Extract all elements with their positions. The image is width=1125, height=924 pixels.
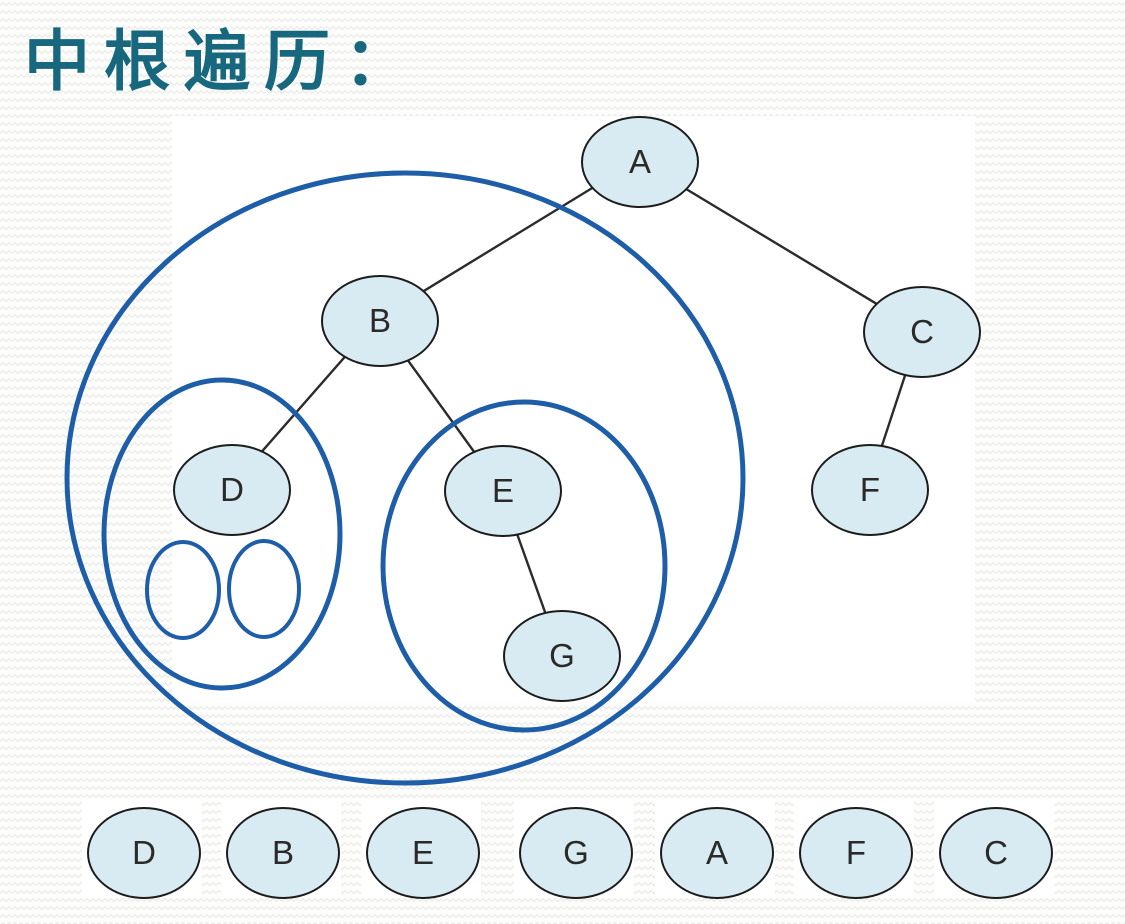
sequence-node-5: A (660, 807, 774, 899)
tree-node-A: A (581, 116, 699, 208)
page-title: 中根遍历： (24, 23, 424, 100)
sequence-node-7: C (939, 807, 1053, 899)
sequence-node-6: F (799, 807, 913, 899)
sequence-node-4: G (519, 807, 633, 899)
group-ellipse-d-subtree (101, 377, 343, 691)
tree-node-B: B (321, 275, 439, 367)
sequence-node-3: E (366, 807, 480, 899)
sequence-node-2: B (226, 807, 340, 899)
tree-node-D: D (173, 444, 291, 536)
tree-node-F: F (811, 444, 929, 536)
tree-node-C: C (863, 286, 981, 378)
tree-node-G: G (503, 610, 621, 702)
group-ellipse-left-subtree (64, 170, 746, 786)
empty-subtree-ellipse-right (227, 539, 301, 639)
group-ellipse-e-subtree (380, 399, 668, 733)
empty-subtree-ellipse-left (145, 540, 221, 640)
tree-node-E: E (444, 445, 562, 537)
sequence-node-1: D (87, 807, 201, 899)
